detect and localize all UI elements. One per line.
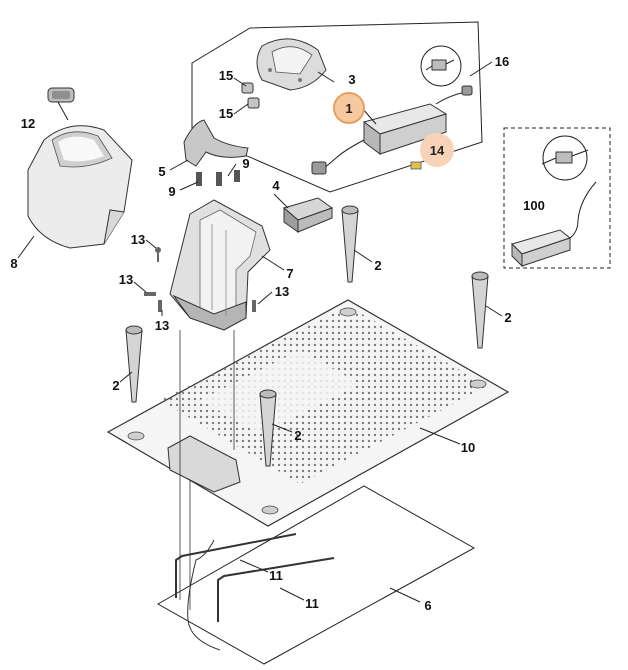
label-13-bottom: 13	[155, 318, 169, 333]
label-4: 4	[272, 178, 280, 193]
label-15-bottom: 15	[219, 106, 233, 121]
label-9-right: 9	[242, 156, 249, 171]
label-12: 12	[21, 116, 35, 131]
mat-part-6	[156, 485, 476, 665]
label-14: 14	[430, 143, 445, 158]
wire-guides-part-11	[175, 533, 335, 651]
screws-part-9	[196, 170, 240, 186]
pegs-part-2	[125, 205, 489, 467]
base-station-part-7	[169, 199, 271, 331]
label-16: 16	[495, 54, 509, 69]
base-plate-part-10	[106, 299, 510, 527]
label-2-center: 2	[374, 258, 381, 273]
label-1: 1	[345, 101, 352, 116]
label-13-left: 13	[119, 272, 133, 287]
label-2-plate: 2	[294, 428, 301, 443]
connector-module-part-4	[282, 197, 334, 233]
label-sticker-part-14	[410, 161, 422, 170]
label-10: 10	[461, 440, 475, 455]
hood-part-8	[27, 125, 133, 249]
detail-box-outline	[503, 127, 611, 269]
plug-part-12	[47, 87, 75, 103]
bracket-part-5	[183, 119, 249, 167]
label-13-top: 13	[131, 232, 145, 247]
label-3: 3	[348, 72, 355, 87]
label-2-right: 2	[504, 310, 511, 325]
label-2-left: 2	[112, 378, 119, 393]
label-9-left: 9	[168, 184, 175, 199]
highlight-circle-1	[333, 92, 365, 124]
part-number-labels: 1 14 3 15 15 16 100 12 5 9 9 4 7 8 13 13…	[10, 54, 544, 613]
caps-part-15	[241, 82, 260, 109]
label-6: 6	[424, 598, 431, 613]
label-11-bottom: 11	[305, 596, 319, 611]
highlight-circle-14	[420, 133, 454, 167]
label-13-right: 13	[275, 284, 289, 299]
power-supply-part-100	[511, 135, 597, 268]
cover-part-3	[256, 38, 327, 91]
label-8: 8	[10, 256, 17, 271]
label-5: 5	[158, 164, 165, 179]
label-11-top: 11	[269, 568, 283, 583]
connector-part-16	[420, 45, 462, 87]
assembly-guide-lines	[179, 330, 235, 610]
label-100: 100	[523, 198, 545, 213]
power-supply-part-1	[311, 85, 473, 175]
screws-part-13	[144, 247, 256, 312]
label-7: 7	[286, 266, 293, 281]
leader-lines	[17, 61, 503, 603]
label-15-top: 15	[219, 68, 233, 83]
